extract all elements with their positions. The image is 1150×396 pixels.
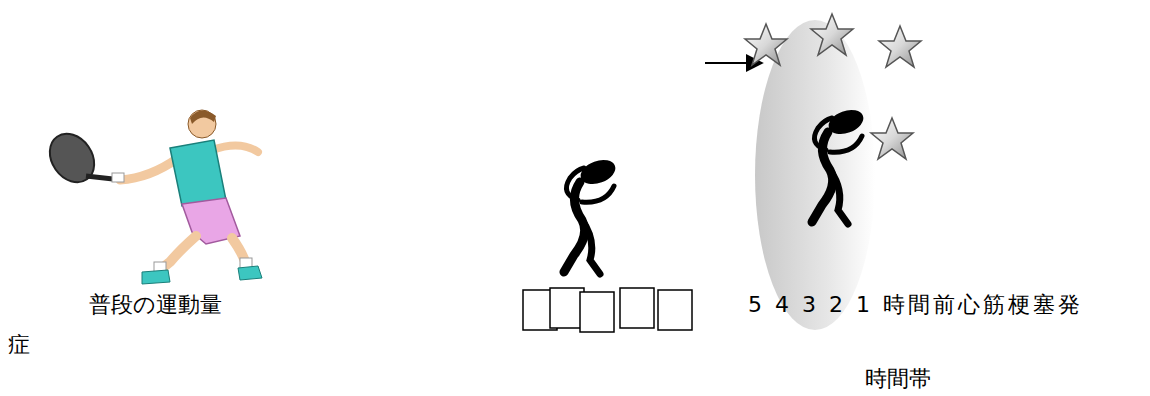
stars	[745, 14, 921, 159]
time-boxes	[523, 288, 692, 332]
caption-label: 5 4 3 2 1 時間前心筋梗塞発	[748, 292, 1083, 318]
caption-label: 時間帯	[865, 366, 931, 392]
tennis-player	[41, 110, 262, 284]
caption-label: 症	[8, 332, 30, 358]
dizzy-figure	[564, 156, 619, 274]
caption-label: 普段の運動量	[89, 292, 222, 318]
dizzy-figure	[812, 106, 867, 224]
highlight-ellipse	[755, 20, 875, 330]
